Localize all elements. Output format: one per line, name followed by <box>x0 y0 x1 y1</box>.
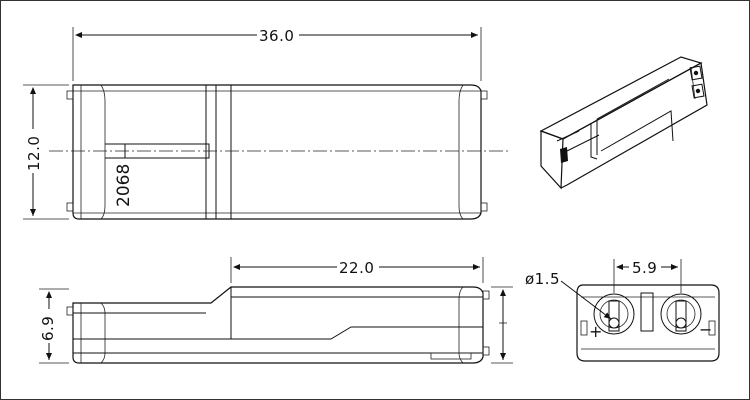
part-marking: 2068 <box>114 164 134 207</box>
polarity-positive: + <box>589 322 602 341</box>
contact-length-dimension-label: 22.0 <box>339 259 374 277</box>
length-dimension-label: 36.0 <box>259 27 294 45</box>
top-view: 2068 36.0 12.0 <box>23 25 511 220</box>
contact-negative-outer <box>660 293 702 335</box>
polarity-negative: − <box>699 320 712 339</box>
side-view-outline <box>72 286 484 364</box>
center-divider <box>640 292 654 332</box>
contact-negative-pin <box>675 317 687 329</box>
contact-positive-pin <box>608 317 620 329</box>
pin-diameter-label: ø1.5 <box>525 270 560 288</box>
contact-positive-outer <box>593 293 635 335</box>
height-dimension-label: 12.0 <box>25 136 43 171</box>
pin-diameter-leader <box>560 280 612 320</box>
thickness-dimension-label: 6.9 <box>39 316 57 341</box>
isometric-view <box>539 56 708 190</box>
top-view-outline <box>72 84 482 220</box>
end-view-outline <box>576 284 720 362</box>
side-view: 22.0 6.9 <box>37 257 513 364</box>
pitch-dimension-label: 5.9 <box>632 259 657 277</box>
end-view: + − 5.9 ø1.5 <box>525 257 720 362</box>
